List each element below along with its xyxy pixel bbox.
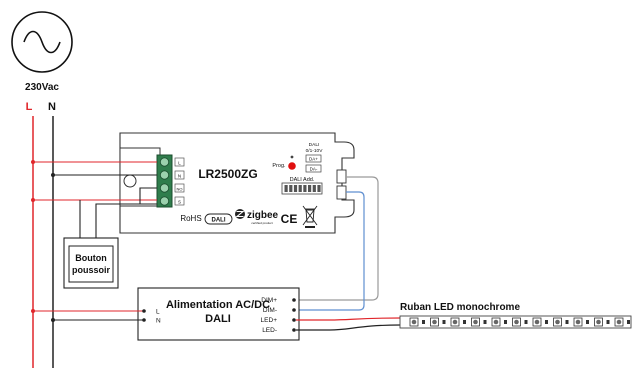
psu-led-minus-label: LED-: [262, 327, 277, 334]
terminal-label-n: N: [178, 174, 181, 179]
psu-title-line1: Alimentation AC/DC: [166, 299, 270, 311]
led-chip-lens: [411, 319, 417, 325]
psu-input-wires: [31, 309, 146, 322]
dali-logo: DALI: [204, 213, 233, 225]
led-strip-label: Ruban LED monochrome: [400, 302, 520, 313]
dip-switch-slot: [289, 185, 293, 192]
led-chip-lens: [493, 319, 499, 325]
weee-bin-icon: [302, 205, 318, 228]
psu-input-l-label: L: [156, 309, 160, 316]
controller-input-wires: [31, 160, 157, 202]
dip-switch-slot: [303, 185, 307, 192]
dali-address-label: DALI Add.: [290, 177, 315, 183]
psu-led-plus-label: LED+: [261, 317, 278, 324]
dip-switch-slot: [284, 185, 288, 192]
led-strip-resistor: [627, 320, 630, 324]
led-chip-lens: [596, 319, 601, 325]
terminal-label-no: NO: [177, 187, 183, 192]
terminal-label-l: L: [178, 161, 181, 166]
led-strip-resistor: [565, 320, 569, 324]
pushbutton-wires: [79, 187, 157, 238]
dali-header-line1: DALI: [309, 142, 320, 148]
led-chip-lens: [555, 319, 560, 325]
dip-switch-slot: [298, 185, 302, 192]
dali-address-dip-switch: [281, 182, 323, 195]
ac-source-symbol: [11, 11, 73, 73]
led-chip-lens: [432, 319, 437, 325]
dip-switch-slot: [293, 185, 298, 192]
led-strip-resistor: [606, 320, 610, 324]
terminal-label-s: S: [178, 200, 181, 205]
dali-minus-label: DA-: [310, 167, 318, 172]
led-chip-lens: [534, 319, 540, 325]
dip-switch-slot: [312, 185, 316, 192]
dali-plus-box: [305, 154, 322, 163]
dali-bus-wires: [299, 176, 379, 311]
controller-model-label: LR2500ZG: [198, 167, 257, 181]
led-output-wires: [296, 317, 401, 331]
phase-label: L: [26, 101, 33, 113]
neutral-label: N: [48, 101, 56, 113]
dali-plus-label: DA+: [309, 157, 318, 162]
zigbee-label: zigbee: [247, 210, 279, 221]
led-chip-lens: [616, 319, 622, 325]
dali-logo-text: DALI: [212, 218, 226, 224]
led-strip-resistor: [483, 320, 487, 324]
led-strip-resistor: [442, 320, 446, 324]
led-chip-lens: [575, 319, 581, 325]
ce-mark: CE: [281, 212, 298, 226]
prog-label: Prog.: [272, 163, 286, 169]
pushbutton-box: [63, 237, 119, 289]
psu-dim-plus-label: DIM+: [261, 297, 277, 304]
terminal-block: [156, 154, 173, 208]
pushbutton-label-line1: Bouton: [75, 253, 107, 263]
led-strip: [399, 315, 632, 329]
dali-header-line2: 0/1-10V: [306, 148, 324, 154]
led-strip-resistor: [504, 320, 507, 324]
dip-switch-slot: [308, 185, 312, 192]
led-strip-resistor: [545, 320, 548, 324]
dali-minus-box: [305, 164, 322, 173]
led-chip-lens: [452, 319, 458, 325]
led-chip-lens: [473, 319, 478, 325]
dip-switch-slot: [317, 185, 321, 192]
psu-output-terminals: [292, 298, 296, 332]
terminal-labels: L N NO S: [174, 157, 185, 206]
led-strip-resistor: [524, 320, 528, 324]
psu-input-n-label: N: [156, 318, 161, 325]
supply-voltage-label: 230Vac: [25, 82, 59, 93]
psu-title-line2: DALI: [205, 313, 231, 325]
psu-box: [137, 287, 300, 341]
led-strip-resistor: [463, 320, 466, 324]
zigbee-sub-label: certified product: [251, 221, 273, 225]
prog-indicator: [288, 155, 296, 170]
led-chip-lens: [514, 319, 519, 325]
led-strip-resistor: [586, 320, 589, 324]
zigbee-logo: [235, 209, 245, 219]
psu-dim-minus-label: DIM-: [263, 307, 277, 314]
rohs-label: RoHS: [180, 214, 201, 223]
led-strip-resistor: [422, 320, 425, 324]
pushbutton-label-line2: poussoir: [72, 265, 111, 275]
